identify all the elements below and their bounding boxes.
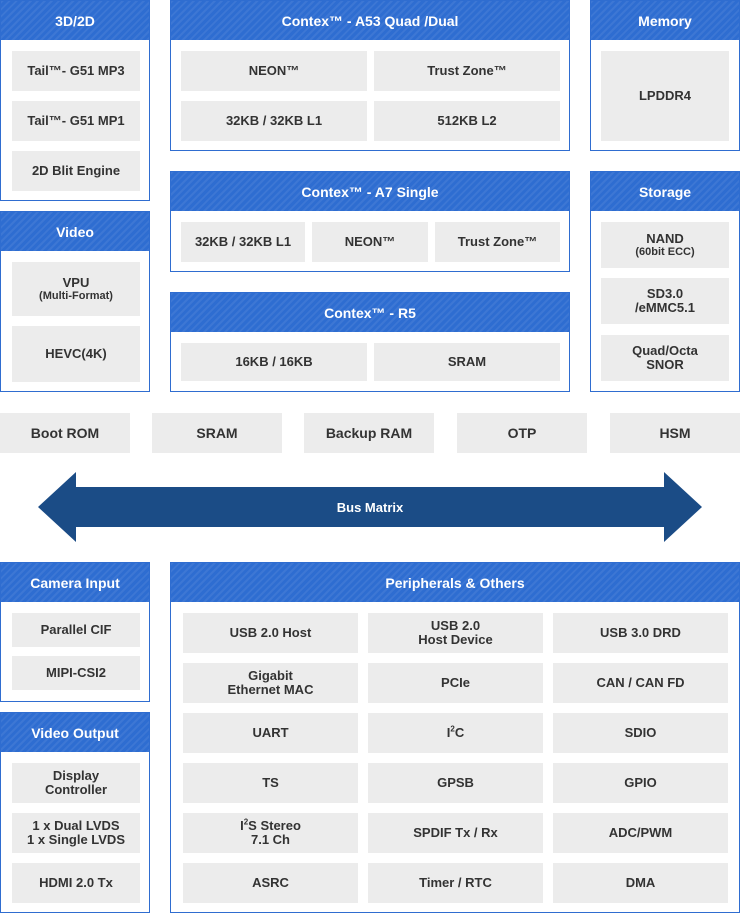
cell-hdmi: HDMI 2.0 Tx — [12, 863, 140, 903]
cell-nand-sub: (60bit ECC) — [635, 245, 695, 258]
cell-gbe-line2: Ethernet MAC — [227, 682, 314, 697]
cell-lvds-line2: 1 x Single LVDS — [26, 832, 125, 847]
cell-lvds-line1: 1 x Dual LVDS — [32, 818, 120, 833]
cell-display-controller: Display Controller — [12, 763, 140, 803]
cell-timer-rtc: Timer / RTC — [368, 863, 543, 903]
cell-usb2-hd-line1: USB 2.0 — [430, 618, 481, 633]
cell-uart: UART — [183, 713, 358, 753]
cell-a53-l1: 32KB / 32KB L1 — [181, 101, 367, 141]
cell-i2c-text: I2C — [446, 724, 465, 740]
cell-i2c: I2C — [368, 713, 543, 753]
cell-lpddr4: LPDDR4 — [601, 51, 729, 141]
cell-usb3-drd: USB 3.0 DRD — [553, 613, 728, 653]
cell-adc-pwm: ADC/PWM — [553, 813, 728, 853]
block-video-output: Video Output Display Controller 1 x Dual… — [0, 712, 150, 913]
cell-sd-emmc: SD3.0 /eMMC5.1 — [601, 278, 729, 324]
bus-matrix-label: Bus Matrix — [336, 499, 404, 515]
cell-sd-line2: /eMMC5.1 — [635, 300, 695, 315]
cell-i2s-line1: I2S Stereo — [240, 817, 301, 833]
cell-parallel-cif: Parallel CIF — [12, 613, 140, 647]
cell-ts: TS — [183, 763, 358, 803]
cell-2d-blit: 2D Blit Engine — [12, 151, 140, 191]
cell-i2c-pre: I — [446, 725, 451, 740]
cell-usb2-host-device: USB 2.0 Host Device — [368, 613, 543, 653]
cell-nand-main: NAND — [646, 230, 684, 246]
block-3d2d: 3D/2D Tail™- G51 MP3 Tail™- G51 MP1 2D B… — [0, 0, 150, 201]
cell-i2c-post: C — [454, 725, 465, 740]
block-a7-title: Contex™ - A7 Single — [171, 172, 569, 211]
cell-vpu: VPU (Multi-Format) — [12, 262, 140, 316]
cell-vpu-main: VPU — [62, 274, 90, 290]
cell-a53-l2: 512KB L2 — [374, 101, 560, 141]
cell-i2s-line2: 7.1 Ch — [250, 832, 290, 847]
cell-usb2-host: USB 2.0 Host — [183, 613, 358, 653]
block-video: Video VPU (Multi-Format) HEVC(4K) — [0, 211, 150, 392]
cell-dma: DMA — [553, 863, 728, 903]
block-peripherals-title: Peripherals & Others — [171, 563, 739, 602]
block-memory: Memory LPDDR4 — [590, 0, 740, 151]
cell-nand: NAND (60bit ECC) — [601, 222, 729, 268]
cell-r5-cache: 16KB / 16KB — [181, 343, 367, 381]
cell-mipi-csi2: MIPI-CSI2 — [12, 656, 140, 690]
cell-qspi-line2: SNOR — [646, 357, 684, 372]
block-video-title: Video — [1, 212, 149, 251]
block-a53-title: Contex™ - A53 Quad /Dual — [171, 1, 569, 40]
block-a53: Contex™ - A53 Quad /Dual NEON™ Trust Zon… — [170, 0, 570, 151]
block-r5: Contex™ - R5 16KB / 16KB SRAM — [170, 292, 570, 392]
cell-lvds: 1 x Dual LVDS 1 x Single LVDS — [12, 813, 140, 853]
cell-a7-trustzone: Trust Zone™ — [435, 222, 560, 262]
mem-sram: SRAM — [152, 413, 282, 453]
cell-pcie: PCIe — [368, 663, 543, 703]
cell-qspi-line1: Quad/Octa — [632, 343, 698, 358]
cell-g51-mp1: Tail™- G51 MP1 — [12, 101, 140, 141]
block-storage-title: Storage — [591, 172, 739, 211]
cell-sdio: SDIO — [553, 713, 728, 753]
block-peripherals: Peripherals & Others USB 2.0 Host USB 2.… — [170, 562, 740, 913]
cell-asrc: ASRC — [183, 863, 358, 903]
block-camera-input: Camera Input Parallel CIF MIPI-CSI2 — [0, 562, 150, 702]
cell-vpu-sub: (Multi-Format) — [39, 289, 113, 302]
cell-display-line2: Controller — [44, 782, 108, 797]
block-a7: Contex™ - A7 Single 32KB / 32KB L1 NEON™… — [170, 171, 570, 272]
cell-hevc: HEVC(4K) — [12, 326, 140, 382]
cell-usb2-hd-line2: Host Device — [418, 632, 493, 647]
mem-hsm: HSM — [610, 413, 740, 453]
cell-i2c-sup: 2 — [450, 724, 455, 734]
block-r5-title: Contex™ - R5 — [171, 293, 569, 332]
cell-i2s-sup: 2 — [243, 817, 249, 827]
block-storage: Storage NAND (60bit ECC) SD3.0 /eMMC5.1 … — [590, 171, 740, 392]
cell-a7-l1: 32KB / 32KB L1 — [181, 222, 305, 262]
cell-gbe-line1: Gigabit — [248, 668, 293, 683]
cell-qspi: Quad/Octa SNOR — [601, 335, 729, 381]
cell-gigabit-ethernet: Gigabit Ethernet MAC — [183, 663, 358, 703]
cell-r5-sram: SRAM — [374, 343, 560, 381]
block-memory-title: Memory — [591, 1, 739, 40]
cell-a53-neon: NEON™ — [181, 51, 367, 91]
cell-spdif: SPDIF Tx / Rx — [368, 813, 543, 853]
cell-can: CAN / CAN FD — [553, 663, 728, 703]
block-camera-title: Camera Input — [1, 563, 149, 602]
cell-i2s-pre: I — [240, 818, 244, 833]
cell-g51-mp3: Tail™- G51 MP3 — [12, 51, 140, 91]
cell-display-line1: Display — [52, 768, 100, 783]
bus-matrix-shape — [38, 472, 702, 542]
mem-backup-ram: Backup RAM — [304, 413, 434, 453]
cell-gpsb: GPSB — [368, 763, 543, 803]
block-3d2d-title: 3D/2D — [1, 1, 149, 40]
cell-a53-trustzone: Trust Zone™ — [374, 51, 560, 91]
cell-i2s-post: S Stereo — [248, 818, 301, 833]
cell-a7-neon: NEON™ — [312, 222, 428, 262]
mem-otp: OTP — [457, 413, 587, 453]
cell-sd-line1: SD3.0 — [646, 286, 684, 301]
mem-boot-rom: Boot ROM — [0, 413, 130, 453]
bus-matrix-arrow — [38, 472, 702, 542]
cell-gpio: GPIO — [553, 763, 728, 803]
cell-i2s: I2S Stereo 7.1 Ch — [183, 813, 358, 853]
block-video-output-title: Video Output — [1, 713, 149, 752]
